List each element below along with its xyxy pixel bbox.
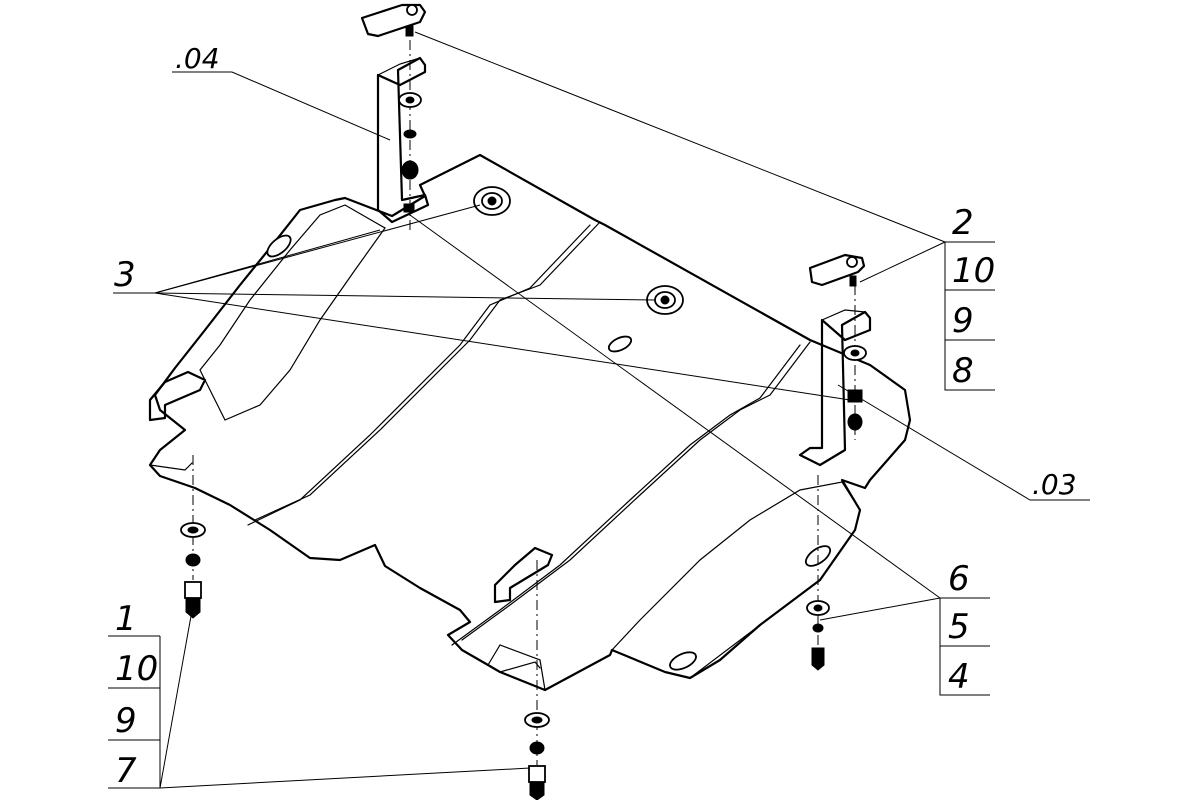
- left-rib-inner: [247, 224, 591, 526]
- bracket-left-hook: [148, 370, 207, 422]
- boss-upper: [473, 186, 511, 216]
- bracket-front-hook: [493, 546, 554, 604]
- label-part-04: .04: [175, 42, 220, 75]
- right-rib: [461, 341, 811, 641]
- label-bottom-right-6: 6: [948, 559, 970, 599]
- fastener-stack-rear-left: [398, 40, 422, 230]
- right-rib-inner: [451, 344, 801, 646]
- slot-center: [607, 335, 633, 353]
- front-step: [487, 644, 546, 691]
- callout-table-bottom-left: [108, 635, 161, 789]
- label-part-3: 3: [114, 255, 136, 295]
- label-bottom-left-7: 7: [115, 751, 137, 791]
- slot-left-lower: [149, 462, 193, 471]
- plate-nut-top-left: [360, 3, 427, 38]
- skid-plate: [148, 153, 912, 692]
- label-part-03: .03: [1032, 468, 1077, 501]
- bracket-rear-right: [798, 309, 872, 467]
- label-bottom-left-1: 1: [115, 599, 137, 639]
- left-rib: [254, 221, 601, 521]
- label-top-right-10: 10: [952, 251, 995, 291]
- label-bottom-right-4: 4: [948, 657, 970, 697]
- fastener-stack-rear-right: [843, 285, 867, 440]
- left-wing-panel: [199, 204, 386, 421]
- fastener-stack-bottom-left: [180, 455, 206, 619]
- right-front-wing: [610, 481, 861, 679]
- fastener-stack-bottom-right: [806, 475, 830, 671]
- boss-middle: [646, 285, 684, 315]
- label-bottom-left-9: 9: [115, 701, 137, 741]
- slot-left-upper: [266, 234, 292, 258]
- plate-nut-top-right: [808, 253, 866, 287]
- fastener-stack-bottom-center: [524, 560, 550, 800]
- plate-outline: [148, 153, 912, 692]
- callout-table-bottom-right: [939, 597, 990, 696]
- label-top-right-8: 8: [952, 351, 974, 391]
- label-top-right-9: 9: [952, 301, 974, 341]
- callout-table-top-right: [944, 241, 995, 391]
- label-bottom-right-5: 5: [948, 607, 970, 647]
- slot-front-left: [499, 661, 541, 673]
- bracket-rear-left: [376, 56, 430, 224]
- slot-front-right: [669, 651, 697, 671]
- leader-lines: [113, 31, 1090, 789]
- label-bottom-left-10: 10: [115, 649, 158, 689]
- label-top-right-2: 2: [952, 203, 974, 243]
